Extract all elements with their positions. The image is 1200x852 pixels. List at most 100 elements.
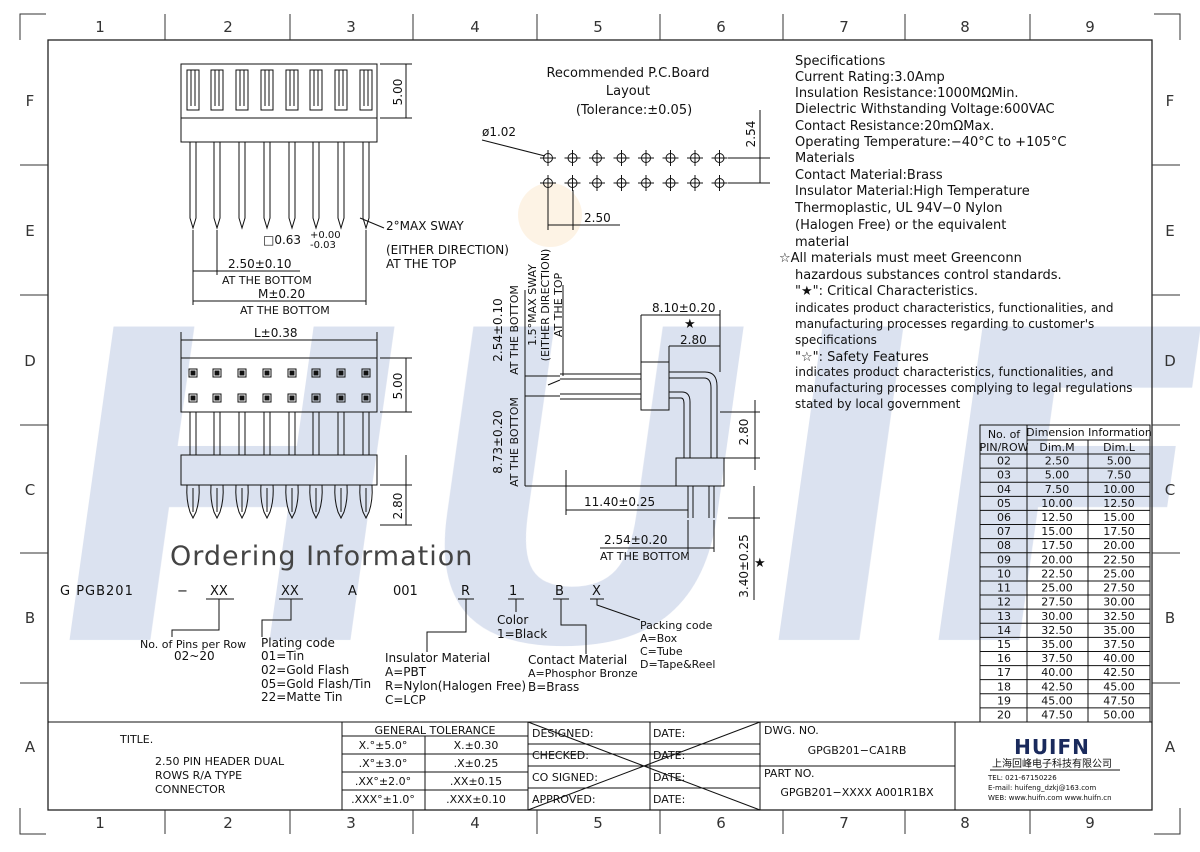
tolerance-cell: .X±0.25 [454, 757, 499, 770]
pitch-dim: 2.50±0.10 [228, 257, 292, 271]
pin-hole [336, 393, 346, 403]
spec-line: material [795, 235, 849, 250]
plating-option: 01=Tin [261, 649, 304, 663]
table-cell: 7.50 [1045, 483, 1070, 496]
col-label: 8 [960, 18, 970, 36]
side-dim-3-star: ★ [684, 317, 696, 332]
plating-option: 02=Gold Flash [261, 663, 349, 677]
col-label: 9 [1085, 18, 1095, 36]
code-part: XX [281, 584, 299, 599]
table-cell: 03 [997, 469, 1011, 482]
pin-hole [237, 368, 247, 378]
side-dim-2-note: AT THE BOTTOM [508, 397, 521, 487]
contact-option: A=Phosphor Bronze [528, 667, 638, 680]
table-header-l: Dim.L [1103, 441, 1136, 454]
pin-hole-core [289, 395, 295, 401]
side-dim-5: 2.80 [737, 419, 751, 446]
col-label: 4 [470, 18, 480, 36]
ordering-leaders [171, 598, 641, 654]
table-cell: 02 [997, 455, 1011, 468]
table-cell: 45.00 [1041, 694, 1073, 707]
spec-line: Insulation Resistance:1000MΩMin. [795, 86, 1019, 101]
row-label: B [1165, 609, 1175, 627]
table-cell: 13 [997, 610, 1011, 623]
spec-small-line: manufacturing processes regarding to cus… [795, 317, 1094, 331]
table-cell: 09 [997, 553, 1011, 566]
pin-hole-core [313, 395, 319, 401]
table-cell: 22.50 [1041, 567, 1073, 580]
top-view [180, 332, 412, 526]
front-view-dims [192, 217, 385, 305]
grid-ticks [20, 14, 1180, 834]
company-web: WEB: www.huifn.com www.huifn.cn [988, 794, 1112, 802]
side-dim-7: 2.54±0.20 [604, 533, 668, 547]
pin-hole [287, 368, 297, 378]
table-cell: 17.50 [1103, 525, 1135, 538]
pin-hole-core [338, 370, 344, 376]
pin [263, 142, 271, 230]
dimension-table [979, 424, 1151, 723]
spec-line: Insulator Material:High Temperature [795, 184, 1030, 199]
table-cell: 08 [997, 539, 1011, 552]
table-cell: 12.50 [1041, 511, 1073, 524]
row-label: A [1165, 738, 1176, 756]
dim-m-note: AT THE BOTTOM [240, 304, 330, 317]
table-cell: 50.00 [1103, 709, 1135, 722]
pcb-pitch-v: 2.54 [744, 121, 758, 148]
pcb-hole-dia: ø1.02 [482, 125, 516, 139]
table-cell: 25.00 [1041, 582, 1073, 595]
side-view [524, 285, 760, 600]
sign-row: CO SIGNED: [532, 771, 598, 784]
pin-slot [285, 69, 299, 111]
spec-line: Materials [795, 151, 855, 166]
pin [238, 142, 246, 230]
spec-line: Operating Temperature:−40°C to +105°C [795, 135, 1066, 150]
col-label: 7 [839, 814, 849, 832]
side-dim-1-note: AT THE BOTTOM [508, 285, 521, 375]
table-header-group: Dimension Information [1026, 426, 1152, 439]
table-cell: 12 [997, 596, 1011, 609]
title-line: CONNECTOR [155, 783, 226, 796]
tolerance-cell: .X°±3.0° [359, 757, 408, 770]
packing-option: A=Box [640, 632, 678, 645]
table-cell: 32.50 [1041, 624, 1073, 637]
table-cell: 42.50 [1103, 666, 1135, 679]
spec-line: hazardous substances control standards. [795, 268, 1062, 283]
pin-hole [336, 368, 346, 378]
table-cell: 20.00 [1103, 539, 1135, 552]
table-cell: 14 [997, 624, 1011, 637]
pin-hole [311, 393, 321, 403]
code-part: R [461, 584, 470, 599]
pin-hole [361, 368, 371, 378]
grid-labels: 1 2 3 4 5 6 7 8 9 1 2 3 4 5 6 7 8 9 F E … [24, 18, 1176, 832]
title-line: ROWS R/A TYPE [155, 769, 242, 782]
date-label: DATE: [653, 727, 685, 740]
table-cell: 37.50 [1103, 638, 1135, 651]
dwg-label: DWG. NO. [764, 724, 819, 737]
pin-hole-core [214, 395, 220, 401]
spec-small-line: stated by local government [795, 397, 961, 411]
row-label: E [25, 222, 34, 240]
table-cell: 04 [997, 483, 1011, 496]
table-cell: 27.50 [1041, 596, 1073, 609]
table-cell: 30.00 [1103, 596, 1135, 609]
spec-line: "★": Critical Characteristics. [795, 284, 978, 299]
pin-slot [359, 69, 373, 111]
pin-hole-core [289, 370, 295, 376]
table-cell: 40.00 [1103, 652, 1135, 665]
top-height-dim: 5.00 [391, 373, 405, 400]
code-part: X [592, 584, 601, 599]
side-sway-3: AT THE TOP [552, 272, 565, 337]
company-email: E-mail: huifeng_dzkj@163.com [988, 784, 1096, 792]
tolerance-cell: .XXX±0.10 [446, 793, 506, 806]
packing-option: C=Tube [640, 645, 683, 658]
pcb-layout [481, 110, 770, 230]
spec-small-line: manufacturing processes complying to leg… [795, 381, 1133, 395]
table-cell: 47.50 [1103, 694, 1135, 707]
pin-tip [210, 484, 224, 520]
row-label: C [25, 481, 35, 499]
table-cell: 10.00 [1103, 483, 1135, 496]
col-label: 2 [223, 814, 233, 832]
code-part: 1 [509, 584, 517, 599]
